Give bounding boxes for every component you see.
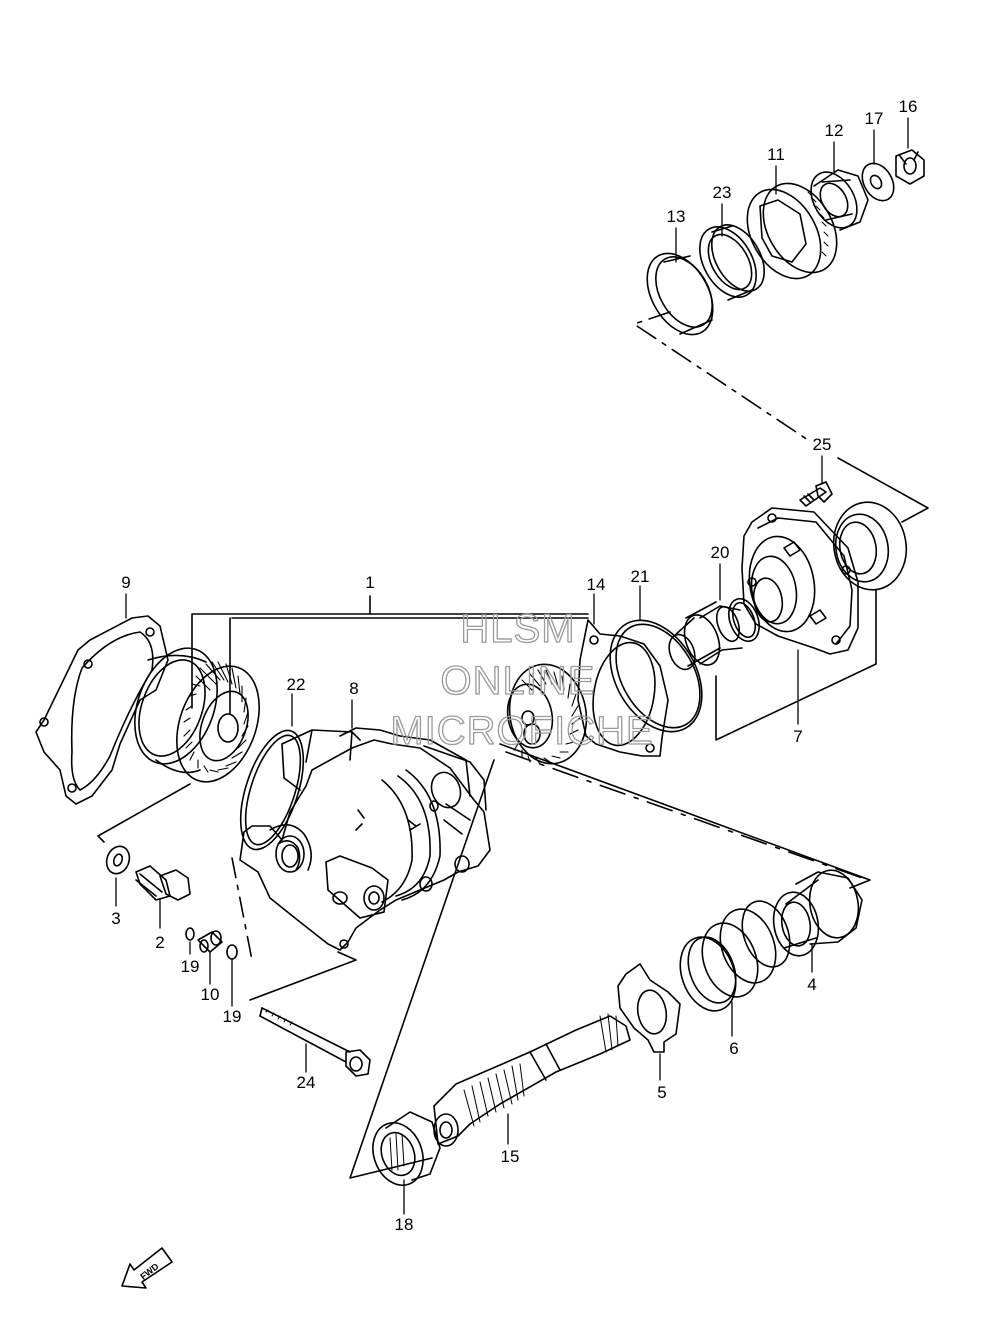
callout-1: 1 [365,573,374,592]
part-25-screw [799,481,833,507]
part-16-nut [895,149,925,185]
bearing-right [832,501,908,591]
part-24-long-bolt [259,1007,371,1077]
part-7-bearing-housing [741,507,859,655]
part-2-bolt [135,865,191,901]
watermark-line-1: HLSM [460,607,575,651]
callout-16: 16 [899,97,918,116]
callout-17: 17 [865,109,884,128]
callout-8: 8 [349,679,358,698]
callout-11: 11 [767,145,785,164]
part-21-o-ring [609,619,703,733]
callout-2: 2 [155,933,164,952]
part-14-shim [577,619,669,757]
part-22-o-ring [239,729,305,851]
callout-15: 15 [501,1147,520,1166]
part-8-gear-case-housing [239,727,491,951]
watermark: HLSM ONLINE MICROFICHE [390,606,654,753]
callout-25: 25 [813,435,832,454]
callout-9: 9 [121,573,130,592]
part-13-ring [646,252,714,336]
callout-19-lower: 19 [223,1007,242,1026]
callout-20: 20 [711,543,730,562]
part-6-spring [679,900,791,1012]
leader-lines [115,117,909,1215]
callout-12: 12 [825,121,844,140]
callout-6: 6 [729,1039,738,1058]
callout-21: 21 [631,567,650,586]
part-23-seal [699,224,766,301]
part-3-washer [105,845,131,875]
part-5-clutch-dog [617,963,681,1053]
callout-5: 5 [657,1083,666,1102]
part-12-bushing [810,169,869,231]
part-1-bevel-gear-left [134,647,260,783]
callout-19-upper: 19 [181,957,200,976]
watermark-line-2: ONLINE [441,659,596,703]
part-9-gasket [35,615,169,805]
callout-numbers: 1 2 3 4 5 6 7 8 9 10 11 12 13 14 15 16 1… [111,97,917,1234]
part-15-propeller-shaft [433,1013,631,1147]
callout-18: 18 [395,1215,414,1234]
callout-22: 22 [287,675,306,694]
watermark-line-3: MICROFICHE [390,709,653,753]
callout-23: 23 [713,183,732,202]
assembly-lines [97,311,929,1179]
callout-3: 3 [111,909,120,928]
callout-4: 4 [807,975,816,994]
callout-10: 10 [201,985,220,1004]
part-20-seal [668,597,760,671]
part-10-dowel-pin [197,930,223,953]
fwd-arrow-icon: FWD [121,1247,173,1289]
part-19-o-ring-b [226,944,238,960]
part-17-washer [861,162,895,202]
part-18-needle-bearing [372,1111,441,1186]
part-4-bushing [772,869,863,957]
part-1-bevel-gear-right [506,663,588,765]
callout-7: 7 [793,727,802,746]
callout-24: 24 [297,1073,316,1092]
callout-13: 13 [667,207,686,226]
callout-14: 14 [587,575,606,594]
part-11-ring-nut [746,182,838,280]
part-19-o-ring-a [185,927,195,941]
